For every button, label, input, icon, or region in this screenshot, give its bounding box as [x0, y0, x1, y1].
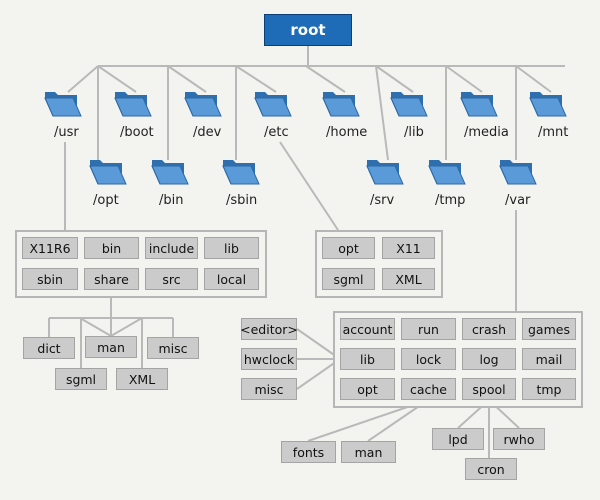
etc-item-x11[interactable]: X11 — [382, 237, 435, 259]
spool-item-cron[interactable]: cron — [465, 458, 517, 480]
share-item-misc[interactable]: misc — [147, 337, 199, 359]
var-item-account[interactable]: account — [340, 318, 395, 340]
connector-line — [515, 65, 552, 93]
usr-item-include[interactable]: include — [145, 237, 198, 259]
connector-line — [296, 358, 341, 390]
share-item-sgml[interactable]: sgml — [55, 368, 107, 390]
dir-label-media: /media — [464, 125, 509, 140]
var-item-mail[interactable]: mail — [522, 348, 576, 370]
var-lib-item-editor[interactable]: <editor> — [240, 318, 298, 340]
usr-item-lib[interactable]: lib — [204, 237, 259, 259]
folder-icon — [88, 156, 128, 186]
share-item-man[interactable]: man — [85, 336, 137, 358]
connector-line — [375, 65, 414, 93]
var-lib-item-hwclock[interactable]: hwclock — [241, 348, 297, 370]
dir-label-bin: /bin — [159, 193, 184, 208]
folder-icon — [183, 88, 223, 118]
connector-line — [167, 65, 207, 93]
dir-label-usr: /usr — [54, 125, 79, 140]
folder-icon — [43, 88, 83, 118]
var-item-lib[interactable]: lib — [340, 348, 395, 370]
usr-item-local[interactable]: local — [204, 268, 259, 290]
var-item-lock[interactable]: lock — [401, 348, 456, 370]
var-item-log[interactable]: log — [462, 348, 516, 370]
connector-line — [279, 141, 339, 231]
root-node[interactable]: root — [264, 14, 352, 46]
var-item-opt[interactable]: opt — [340, 378, 395, 400]
folder-icon — [427, 156, 467, 186]
etc-item-sgml[interactable]: sgml — [322, 268, 375, 290]
var-item-tmp[interactable]: tmp — [522, 378, 576, 400]
folder-icon — [221, 156, 261, 186]
dir-label-boot: /boot — [120, 125, 154, 140]
var-item-crash[interactable]: crash — [462, 318, 516, 340]
usr-item-x11r6[interactable]: X11R6 — [22, 237, 78, 259]
dir-label-srv: /srv — [370, 193, 395, 208]
cache-item-fonts[interactable]: fonts — [281, 441, 336, 463]
connector-line — [235, 65, 277, 93]
connector-line — [97, 65, 137, 93]
usr-item-src[interactable]: src — [145, 268, 198, 290]
share-item-xml[interactable]: XML — [116, 368, 168, 390]
etc-item-xml[interactable]: XML — [382, 268, 435, 290]
share-item-dict[interactable]: dict — [23, 337, 75, 359]
dir-label-tmp: /tmp — [435, 193, 466, 208]
cache-item-man[interactable]: man — [341, 441, 396, 463]
dir-label-dev: /dev — [193, 125, 222, 140]
dir-label-etc: /etc — [264, 125, 289, 140]
connector-line — [296, 328, 341, 360]
connector-line — [67, 65, 99, 93]
folder-icon — [321, 88, 361, 118]
folder-icon — [365, 156, 405, 186]
var-item-games[interactable]: games — [522, 318, 576, 340]
connector-line — [305, 65, 346, 93]
etc-item-opt[interactable]: opt — [322, 237, 375, 259]
dir-label-opt: /opt — [93, 193, 119, 208]
usr-item-share[interactable]: share — [84, 268, 139, 290]
spool-item-lpd[interactable]: lpd — [432, 428, 484, 450]
folder-icon — [150, 156, 190, 186]
var-lib-item-misc[interactable]: misc — [241, 378, 297, 400]
usr-item-bin[interactable]: bin — [84, 237, 139, 259]
spool-item-rwho[interactable]: rwho — [493, 428, 545, 450]
dir-label-lib: /lib — [404, 125, 424, 140]
folder-icon — [528, 88, 568, 118]
dir-label-sbin: /sbin — [226, 193, 258, 208]
folder-icon — [253, 88, 293, 118]
var-item-cache[interactable]: cache — [401, 378, 456, 400]
var-item-spool[interactable]: spool — [462, 378, 516, 400]
folder-icon — [389, 88, 429, 118]
connector-line — [375, 65, 389, 161]
dir-label-home: /home — [326, 125, 368, 140]
connector-line — [110, 317, 143, 337]
folder-icon — [459, 88, 499, 118]
dir-label-var: /var — [505, 193, 531, 208]
connector-line — [445, 65, 483, 93]
usr-item-sbin[interactable]: sbin — [22, 268, 78, 290]
folder-icon — [113, 88, 153, 118]
dir-label-mnt: /mnt — [538, 125, 569, 140]
connector-line — [79, 317, 112, 337]
folder-icon — [498, 156, 538, 186]
var-item-run[interactable]: run — [401, 318, 456, 340]
